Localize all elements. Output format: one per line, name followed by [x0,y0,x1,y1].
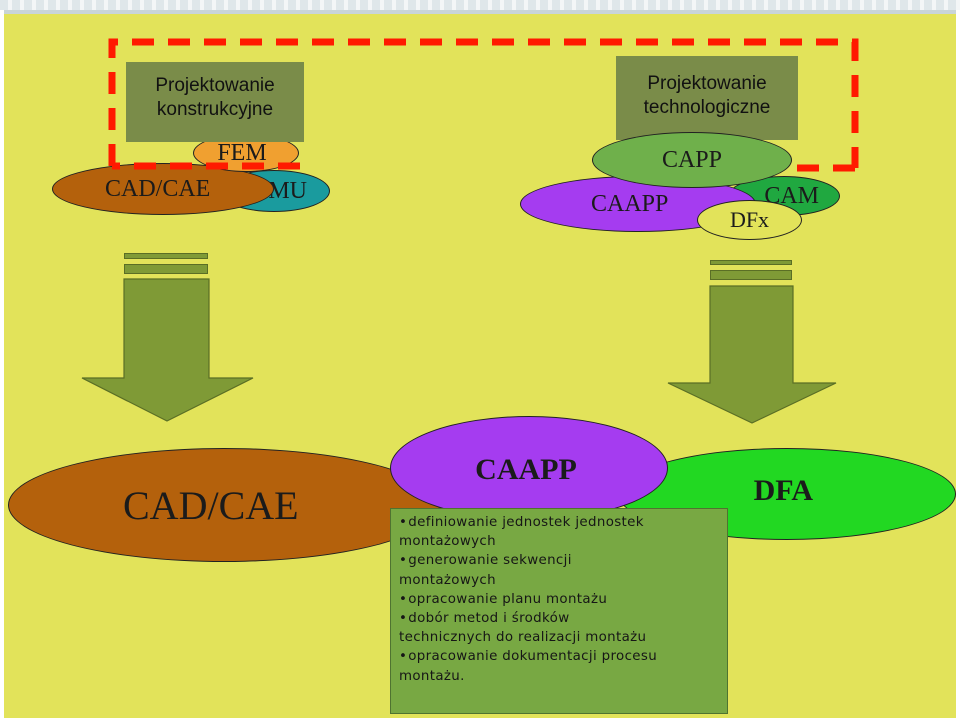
bullet-line-9: montażu. [399,668,465,684]
bullet-line-6: dobór metod i środków [399,609,721,628]
design-box-constructive-line1: Projektowanie [155,75,275,96]
arrow-right-stripe-1 [710,260,792,265]
arrow-left-body [81,278,254,422]
bullet-line-1: definiowanie jednostek jednostek [399,513,721,532]
ellipse-fem-label: FEM [217,139,267,166]
ellipse-cad-cae-bottom: CAD/CAE [8,448,440,562]
top-decorative-strip [0,0,960,10]
bullet-line-4: montażowych [399,572,496,588]
design-box-technological: Projektowanie technologiczne [616,56,798,140]
ellipse-capp: CAPP [592,132,792,188]
ellipse-caapp-bottom: CAAPP [390,416,668,520]
ellipse-cad-cae-bottom-label: CAD/CAE [123,482,299,528]
design-box-constructive: Projektowanie konstrukcyjne [126,62,304,142]
bullet-line-3: generowanie sekwencji [399,551,721,570]
bullet-line-5: opracowanie planu montażu [399,590,721,609]
ellipse-dfx: DFx [697,200,802,240]
ellipse-dfa-label: DFA [753,474,813,507]
arrow-right-stripe-2 [710,270,792,280]
arrow-left-stripe-2 [124,264,208,274]
ellipse-dfx-label: DFx [729,207,770,232]
bullet-line-7: technicznych do realizacji montażu [399,630,647,646]
design-box-technological-line2: technologiczne [643,97,771,118]
bullet-line-2: montażowych [399,534,496,550]
caapp-tasks-box: definiowanie jednostek jednostek montażo… [390,508,728,714]
ellipse-caapp-bottom-label: CAAPP [475,453,577,486]
arrow-left-stripe-1 [124,253,208,259]
design-box-constructive-line2: konstrukcyjne [156,99,274,120]
bullet-line-8: opracowanie dokumentacji procesu [399,647,721,666]
arrow-right-body [667,285,837,424]
ellipse-capp-label: CAPP [661,146,723,173]
design-box-technological-line1: Projektowanie [647,73,767,94]
ellipse-cad-cae-top-label: CAD/CAE [105,175,211,202]
ellipse-caapp-top-label: CAAPP [591,190,669,217]
